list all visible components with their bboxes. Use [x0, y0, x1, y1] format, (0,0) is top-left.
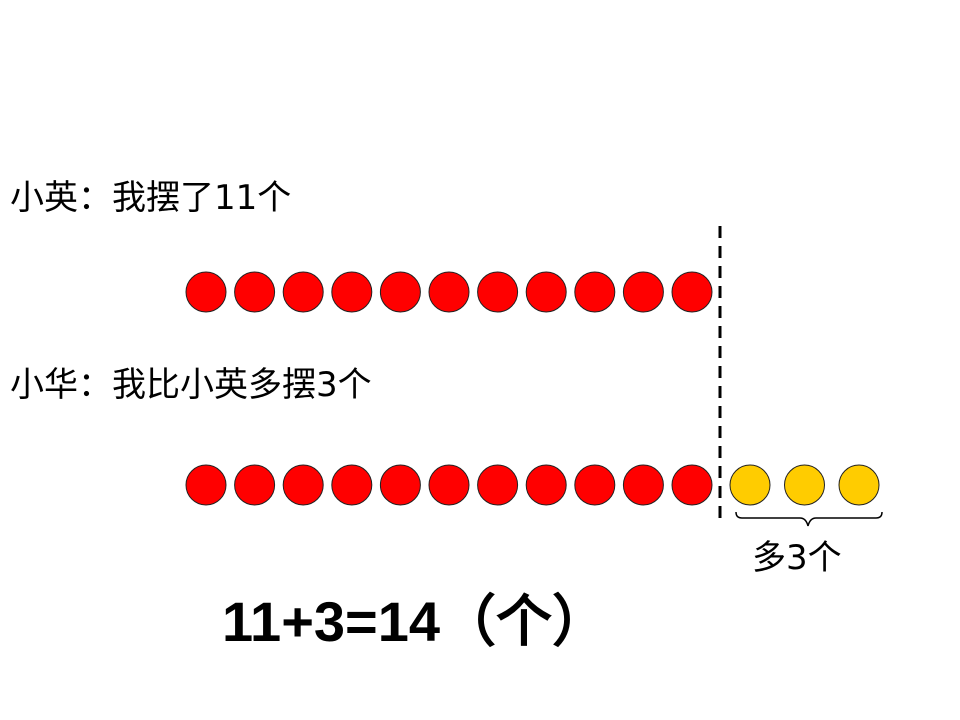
red-dot [185, 271, 227, 313]
red-dot [671, 271, 713, 313]
red-dot [671, 464, 713, 506]
red-dot [234, 464, 276, 506]
xiaoying-dot-row [185, 271, 713, 313]
yellow-dot [838, 464, 880, 506]
xiaohua-dot-row [185, 464, 880, 506]
red-dot [331, 464, 373, 506]
red-dot [234, 271, 276, 313]
red-dot [574, 271, 616, 313]
red-dot [622, 464, 664, 506]
red-dot [477, 464, 519, 506]
yellow-dot [784, 464, 825, 506]
red-dot [428, 271, 470, 313]
red-dot [477, 271, 519, 313]
extra-brace [735, 511, 883, 527]
red-dot [622, 271, 664, 313]
red-dot [379, 464, 421, 506]
equation: 11+3=14（个） [222, 590, 609, 653]
red-dot [379, 271, 421, 313]
yellow-dot [729, 464, 771, 506]
xiaoying-statement: 小英：我摆了11个 [10, 178, 292, 218]
extra-count-label: 多3个 [752, 538, 842, 578]
red-dot [331, 271, 373, 313]
red-dot [525, 271, 567, 313]
red-dot [428, 464, 470, 506]
red-dot [282, 271, 324, 313]
xiaohua-statement: 小华：我比小英多摆3个 [10, 365, 372, 405]
red-dot [574, 464, 616, 506]
red-dot [525, 464, 567, 506]
red-dot [282, 464, 324, 506]
red-dot [185, 464, 227, 506]
